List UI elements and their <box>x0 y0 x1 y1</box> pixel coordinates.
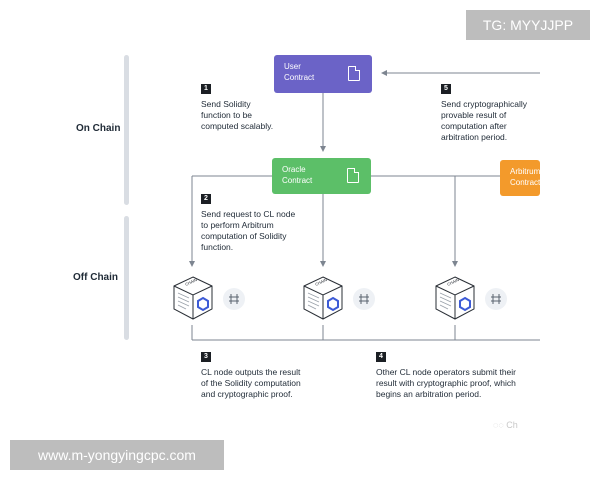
step-3-text: CL node outputs the result of the Solidi… <box>201 367 301 399</box>
step-1-text: Send Solidity function to be computed sc… <box>201 99 274 131</box>
computation-icon <box>485 288 507 310</box>
svg-text:CHAIN: CHAIN <box>184 277 197 287</box>
off-chain-divider <box>124 216 129 340</box>
step-4-number: 4 <box>376 352 386 362</box>
computation-icon <box>353 288 375 310</box>
step-5-text: Send cryptographically provable result o… <box>441 99 527 142</box>
oracle-contract-box: Oracle Contract <box>272 158 371 194</box>
wechat-watermark: ◌◌ Ch <box>493 420 518 430</box>
user-contract-label: User Contract <box>284 62 315 82</box>
document-icon <box>347 168 359 183</box>
svg-text:CHAIN: CHAIN <box>314 277 327 287</box>
document-icon <box>348 66 360 81</box>
oracle-contract-label: Oracle Contract <box>282 165 313 185</box>
step-2-text: Send request to CL node to perform Arbit… <box>201 209 296 252</box>
off-chain-label: Off Chain <box>73 272 118 283</box>
step-4-text: Other CL node operators submit their res… <box>376 367 517 399</box>
user-contract-box: User Contract <box>274 55 372 93</box>
step-1-number: 1 <box>201 84 211 94</box>
chainlink-node-icon: CHAIN <box>303 276 343 320</box>
chainlink-node-icon: CHAIN <box>435 276 475 320</box>
wechat-icon: ◌◌ <box>493 420 507 430</box>
chainlink-node-icon: CHAIN <box>173 276 213 320</box>
step-2-number: 2 <box>201 194 211 204</box>
bottom-watermark: www.m-yongyingcpc.com <box>10 440 224 470</box>
step-5-number: 5 <box>441 84 451 94</box>
arbitrum-contract-label: Arbitrum Contract <box>510 167 540 187</box>
on-chain-divider <box>124 55 129 205</box>
step-3-number: 3 <box>201 352 211 362</box>
on-chain-label: On Chain <box>76 123 121 134</box>
computation-icon <box>223 288 245 310</box>
wechat-text: Ch <box>506 420 518 430</box>
arbitrum-contract-box: Arbitrum Contract <box>500 160 540 196</box>
svg-text:CHAIN: CHAIN <box>446 277 459 287</box>
top-watermark: TG: MYYJJPP <box>466 10 590 40</box>
